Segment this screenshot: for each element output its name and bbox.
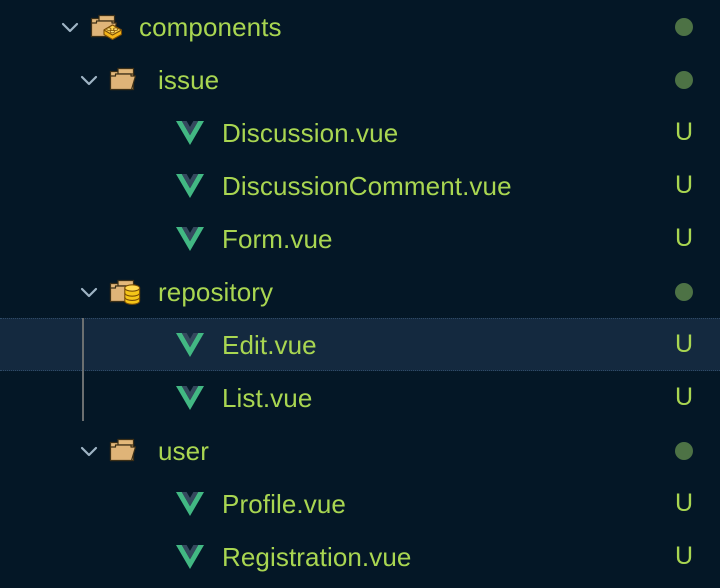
status-dot-icon bbox=[648, 0, 720, 53]
status-badge-letter: U bbox=[674, 330, 694, 358]
status-badge-letter: U bbox=[674, 383, 694, 411]
tree-row-folder[interactable]: issue bbox=[0, 53, 720, 106]
status-dot-glyph bbox=[675, 17, 693, 36]
folder-components-icon bbox=[87, 10, 127, 44]
folder-name-label: repository bbox=[158, 276, 274, 307]
status-badge: U bbox=[648, 477, 720, 530]
chevron-spacer bbox=[138, 118, 168, 148]
chevron-spacer bbox=[138, 542, 168, 572]
row-indent bbox=[0, 265, 74, 318]
row-indent bbox=[0, 0, 55, 53]
file-name-label: DiscussionComment.vue bbox=[222, 170, 512, 201]
status-dot-icon bbox=[648, 53, 720, 106]
chevron-down-icon[interactable] bbox=[55, 12, 85, 42]
vue-file-icon bbox=[170, 222, 210, 256]
status-badge-letter: U bbox=[674, 118, 694, 146]
row-indent bbox=[0, 53, 74, 106]
status-dot-glyph bbox=[675, 282, 693, 301]
tree-row-folder[interactable]: repository bbox=[0, 265, 720, 318]
row-indent bbox=[0, 424, 74, 477]
status-badge-letter: U bbox=[674, 489, 694, 517]
row-indent bbox=[0, 530, 138, 583]
folder-name-label: issue bbox=[158, 64, 220, 95]
chevron-spacer bbox=[138, 171, 168, 201]
status-badge: U bbox=[648, 159, 720, 212]
tree-row-file[interactable]: Form.vue U bbox=[0, 212, 720, 265]
tree-row-file[interactable]: Registration.vue U bbox=[0, 530, 720, 583]
chevron-spacer bbox=[138, 330, 168, 360]
chevron-spacer bbox=[138, 383, 168, 413]
tree-row-file[interactable]: Edit.vue U bbox=[0, 318, 720, 371]
status-badge: U bbox=[648, 106, 720, 159]
chevron-down-icon[interactable] bbox=[74, 277, 104, 307]
row-indent bbox=[0, 106, 138, 159]
folder-icon bbox=[106, 434, 146, 468]
status-badge-letter: U bbox=[674, 542, 694, 570]
folder-repository-icon bbox=[106, 275, 146, 309]
status-badge: U bbox=[648, 212, 720, 265]
tree-row-file[interactable]: DiscussionComment.vue U bbox=[0, 159, 720, 212]
row-indent bbox=[0, 319, 138, 370]
file-name-label: Edit.vue bbox=[222, 329, 317, 360]
status-dot-glyph bbox=[675, 441, 693, 460]
chevron-down-icon[interactable] bbox=[74, 436, 104, 466]
vue-file-icon bbox=[170, 116, 210, 150]
file-name-label: Discussion.vue bbox=[222, 117, 399, 148]
folder-name-label: components bbox=[139, 11, 282, 42]
vue-file-icon bbox=[170, 169, 210, 203]
vue-file-icon bbox=[170, 381, 210, 415]
folder-name-label: user bbox=[158, 435, 209, 466]
tree-row-file[interactable]: Discussion.vue U bbox=[0, 106, 720, 159]
tree-row-folder[interactable]: components bbox=[0, 0, 720, 53]
status-badge: U bbox=[648, 319, 720, 370]
status-dot-glyph bbox=[675, 70, 693, 89]
chevron-spacer bbox=[138, 489, 168, 519]
tree-row-file[interactable]: List.vue U bbox=[0, 371, 720, 424]
chevron-down-icon[interactable] bbox=[74, 65, 104, 95]
tree-row-folder[interactable]: user bbox=[0, 424, 720, 477]
file-name-label: List.vue bbox=[222, 382, 313, 413]
vue-file-icon bbox=[170, 487, 210, 521]
row-indent bbox=[0, 371, 138, 424]
status-dot-icon bbox=[648, 265, 720, 318]
status-dot-icon bbox=[648, 424, 720, 477]
folder-icon bbox=[106, 63, 146, 97]
status-badge-letter: U bbox=[674, 224, 694, 252]
row-indent bbox=[0, 159, 138, 212]
file-name-label: Profile.vue bbox=[222, 488, 346, 519]
chevron-spacer bbox=[138, 224, 168, 254]
file-name-label: Form.vue bbox=[222, 223, 333, 254]
tree-row-file[interactable]: Profile.vue U bbox=[0, 477, 720, 530]
vue-file-icon bbox=[170, 540, 210, 574]
status-badge-letter: U bbox=[674, 171, 694, 199]
status-badge: U bbox=[648, 530, 720, 583]
vue-file-icon bbox=[170, 328, 210, 362]
status-badge: U bbox=[648, 371, 720, 424]
row-indent bbox=[0, 212, 138, 265]
row-indent bbox=[0, 477, 138, 530]
file-name-label: Registration.vue bbox=[222, 541, 412, 572]
